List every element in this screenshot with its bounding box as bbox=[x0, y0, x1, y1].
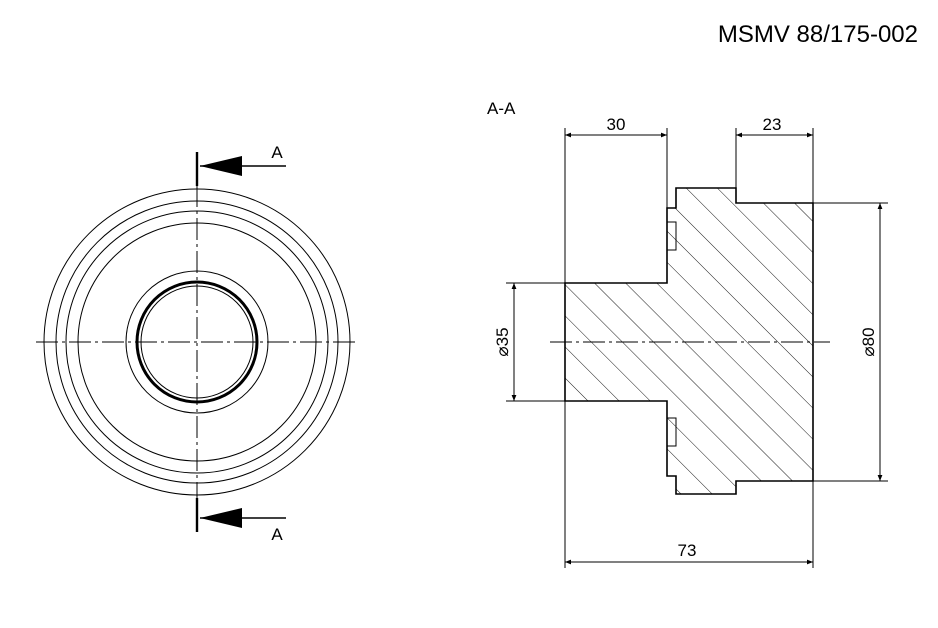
dim-text-d80: ⌀80 bbox=[859, 327, 878, 356]
dim-text-23: 23 bbox=[763, 115, 782, 134]
dim-text-73: 73 bbox=[678, 541, 697, 560]
cut-arrowhead-bottom bbox=[200, 508, 242, 528]
diameter-symbol-d80: ⌀ bbox=[859, 346, 878, 356]
section-view: A-A 30 23 73 ⌀35 ⌀80 bbox=[487, 99, 888, 568]
dim-text-d35: ⌀35 bbox=[493, 327, 512, 356]
front-view: A A bbox=[36, 143, 358, 544]
drawing-number: MSMV 88/175-002 bbox=[718, 21, 918, 48]
groove-bottom bbox=[666, 417, 677, 447]
diameter-symbol-d35: ⌀ bbox=[493, 346, 512, 356]
cut-label-top: A bbox=[271, 143, 283, 162]
cut-arrowhead-top bbox=[200, 156, 242, 176]
dim-text-30: 30 bbox=[607, 115, 626, 134]
cut-label-bottom: A bbox=[271, 525, 283, 544]
groove-top bbox=[666, 221, 677, 251]
dim-value-d35: 35 bbox=[493, 327, 512, 346]
section-label: A-A bbox=[487, 99, 516, 118]
section-body bbox=[564, 187, 814, 495]
dim-value-d80: 80 bbox=[859, 327, 878, 346]
